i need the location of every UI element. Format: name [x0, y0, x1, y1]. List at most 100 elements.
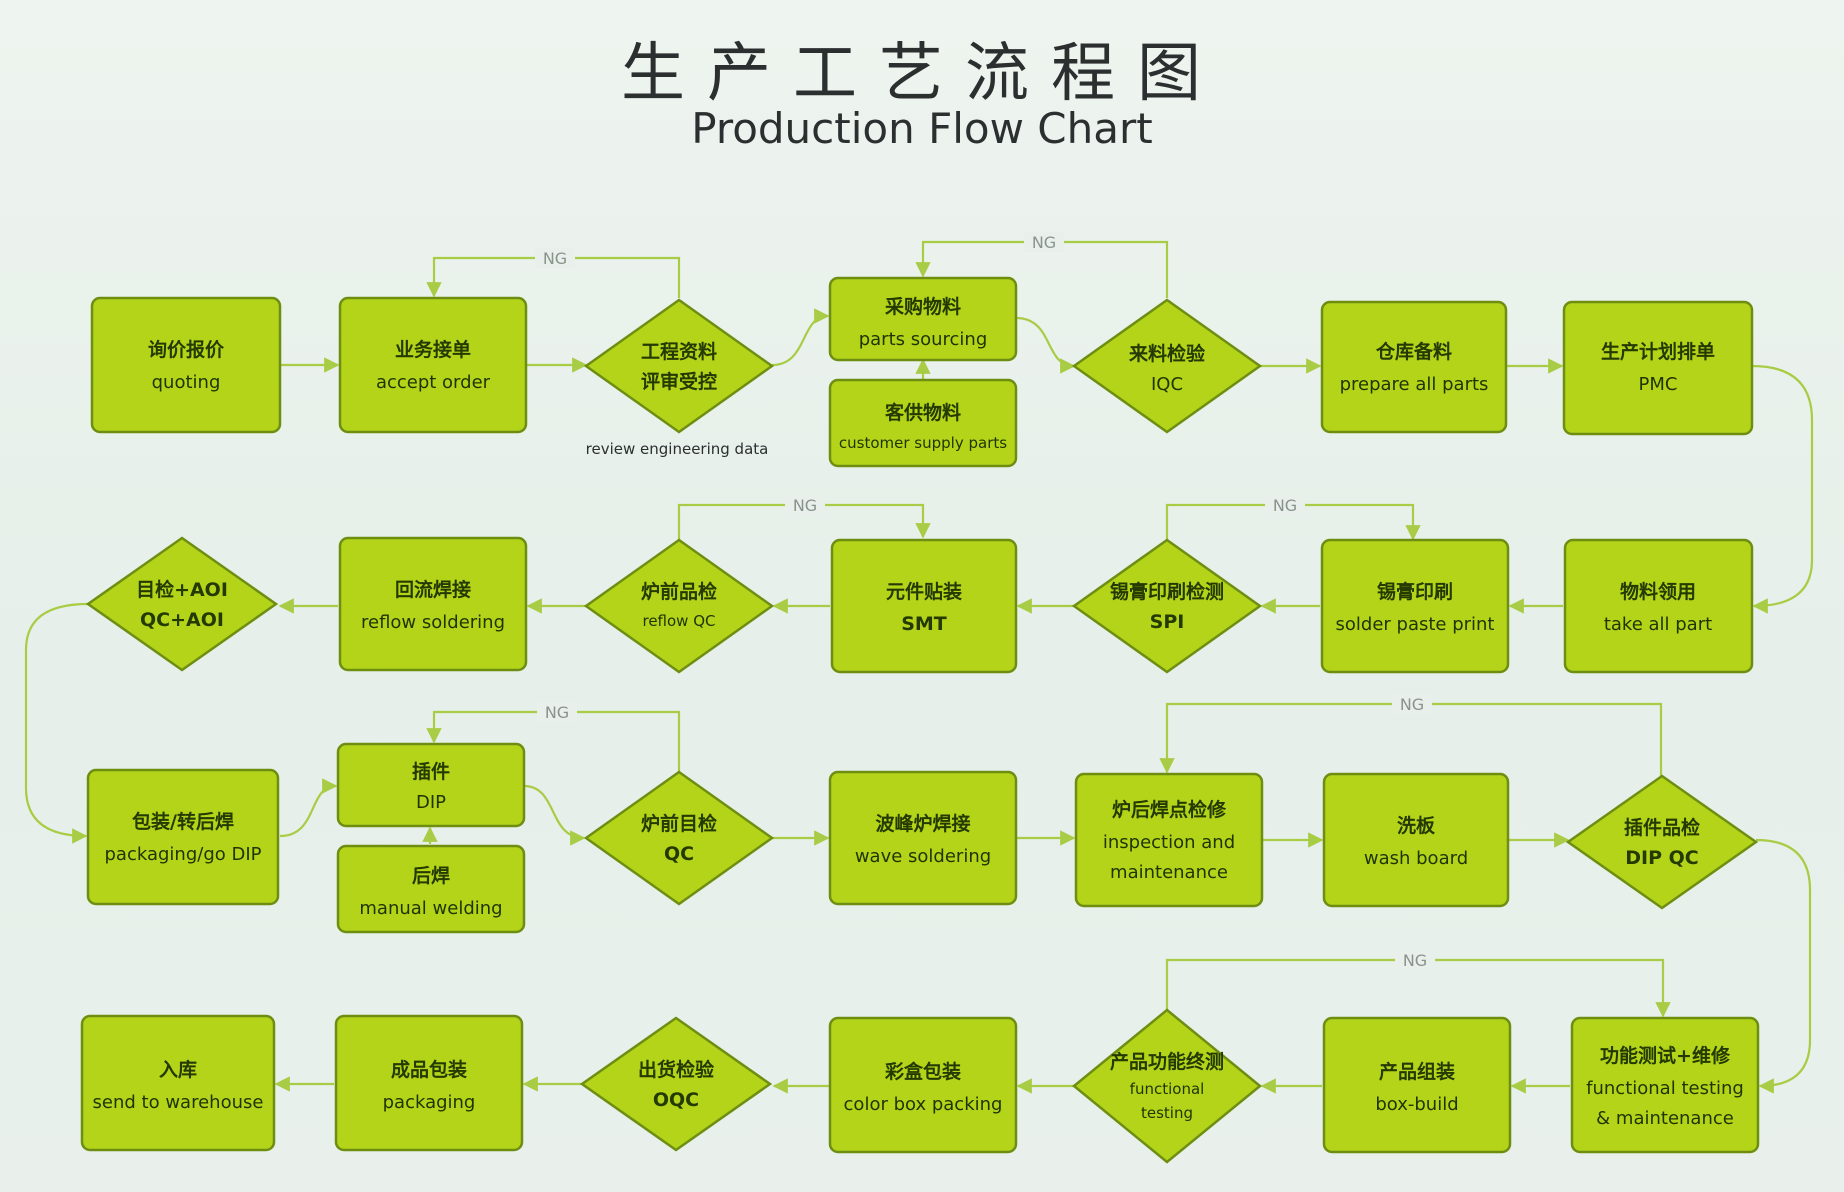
ng-label-iqc: NG: [1032, 233, 1056, 252]
edge-review-sourcing: [771, 308, 830, 367]
ng-label-reflowqc: NG: [793, 496, 817, 515]
svg-text:出货检验: 出货检验: [638, 1058, 715, 1081]
node-wave-soldering: 波峰炉焊接 wave soldering: [828, 770, 1018, 906]
svg-text:后焊: 后焊: [412, 864, 450, 887]
node-qc-aoi: 目检+AOI QC+AOI: [85, 536, 279, 672]
node-wash-board: 洗板 wash board: [1322, 772, 1510, 908]
svg-text:color box packing: color box packing: [844, 1094, 1003, 1115]
svg-text:packaging/go DIP: packaging/go DIP: [105, 844, 262, 865]
svg-text:box-build: box-build: [1375, 1094, 1458, 1115]
svg-text:锡膏印刷检测: 锡膏印刷检测: [1110, 580, 1224, 603]
node-parts-sourcing: 采购物料 parts sourcing: [828, 276, 1018, 362]
svg-text:回流焊接: 回流焊接: [395, 578, 471, 601]
node-spi: 锡膏印刷检测 SPI: [1071, 538, 1263, 674]
node-accept-order: 业务接单 accept order: [338, 296, 528, 434]
svg-text:functional: functional: [1130, 1080, 1205, 1098]
node-oqc: 出货检验 OQC: [579, 1016, 773, 1152]
node-quoting: 询价报价 quoting: [90, 296, 282, 434]
svg-text:functional testing: functional testing: [1586, 1078, 1744, 1099]
svg-text:成品包装: 成品包装: [391, 1058, 467, 1081]
node-pmc: 生产计划排单 PMC: [1562, 300, 1754, 436]
svg-text:manual welding: manual welding: [359, 898, 502, 919]
ng-loop-dipqc: [1159, 702, 1663, 776]
svg-text:锡膏印刷: 锡膏印刷: [1377, 580, 1453, 603]
svg-text:入库: 入库: [159, 1058, 197, 1081]
edge-dip-preqc: [523, 784, 586, 846]
node-prepare-parts: 仓库备料 prepare all parts: [1320, 300, 1508, 434]
svg-text:生产计划排单: 生产计划排单: [1601, 340, 1715, 363]
svg-text:插件品检: 插件品检: [1624, 816, 1700, 839]
ng-label-review: NG: [543, 249, 567, 268]
svg-text:包装/转后焊: 包装/转后焊: [132, 810, 234, 833]
node-inspection-maintenance: 炉后焊点检修 inspection and maintenance: [1074, 772, 1264, 908]
svg-text:send to warehouse: send to warehouse: [93, 1092, 264, 1113]
node-dip-qc: 插件品检 DIP QC: [1565, 774, 1759, 910]
svg-text:询价报价: 询价报价: [148, 338, 225, 361]
node-reflow-qc: 炉前品检 reflow QC: [583, 538, 775, 674]
node-functional-testing: 功能测试+维修 functional testing & maintenance: [1570, 1016, 1760, 1154]
svg-text:来料检验: 来料检验: [1129, 342, 1206, 365]
svg-text:炉前品检: 炉前品检: [641, 580, 717, 603]
edge-sourcing-iqc: [1015, 316, 1076, 374]
node-packaging: 成品包装 packaging: [334, 1014, 524, 1152]
svg-text:彩盒包装: 彩盒包装: [884, 1060, 961, 1083]
svg-text:产品组装: 产品组装: [1379, 1060, 1455, 1083]
svg-text:洗板: 洗板: [1397, 814, 1436, 837]
page-title-chinese: 生产工艺流程图: [621, 37, 1223, 111]
svg-text:元件贴装: 元件贴装: [886, 580, 962, 603]
svg-text:& maintenance: & maintenance: [1596, 1108, 1734, 1129]
node-iqc: 来料检验 IQC: [1071, 298, 1263, 434]
ng-label-spi: NG: [1273, 496, 1297, 515]
svg-text:maintenance: maintenance: [1110, 862, 1228, 883]
svg-text:solder paste print: solder paste print: [1336, 614, 1495, 635]
svg-text:DIP QC: DIP QC: [1625, 847, 1698, 869]
node-pre-oven-qc: 炉前目检 QC: [583, 770, 775, 906]
svg-text:IQC: IQC: [1151, 374, 1183, 395]
node-final-functional-test: 产品功能终测 functional testing: [1072, 1008, 1262, 1164]
svg-text:packaging: packaging: [383, 1092, 476, 1113]
svg-text:仓库备料: 仓库备料: [1375, 340, 1452, 363]
ng-labels: NG NG NG NG NG NG NG: [535, 232, 1435, 970]
page-title-english: Production Flow Chart: [691, 104, 1153, 153]
svg-text:炉前目检: 炉前目检: [641, 812, 717, 835]
svg-text:DIP: DIP: [416, 792, 446, 813]
node-color-box-packing: 彩盒包装 color box packing: [828, 1016, 1018, 1154]
svg-text:prepare all parts: prepare all parts: [1340, 374, 1489, 395]
node-customer-supply: 客供物料 customer supply parts: [828, 378, 1018, 468]
svg-text:采购物料: 采购物料: [885, 295, 961, 318]
svg-text:reflow soldering: reflow soldering: [361, 612, 505, 633]
svg-text:波峰炉焊接: 波峰炉焊接: [875, 812, 970, 835]
svg-text:quoting: quoting: [152, 372, 221, 393]
svg-text:QC+AOI: QC+AOI: [140, 609, 224, 631]
ng-label-dipqc: NG: [1400, 695, 1424, 714]
svg-text:插件: 插件: [412, 760, 450, 783]
svg-text:客供物料: 客供物料: [885, 401, 961, 424]
svg-text:炉后焊点检修: 炉后焊点检修: [1112, 798, 1227, 821]
node-send-to-warehouse: 入库 send to warehouse: [80, 1014, 276, 1152]
svg-text:物料领用: 物料领用: [1620, 580, 1696, 603]
review-engineering-note: review engineering data: [586, 440, 769, 458]
svg-text:reflow QC: reflow QC: [642, 612, 715, 630]
svg-text:OQC: OQC: [653, 1089, 699, 1111]
svg-text:wave soldering: wave soldering: [855, 846, 991, 867]
node-dip: 插件 DIP: [336, 742, 526, 828]
node-reflow-soldering: 回流焊接 reflow soldering: [338, 536, 528, 672]
svg-text:take all part: take all part: [1604, 614, 1712, 635]
edge-qcaoi-packaging: [24, 602, 89, 844]
ng-label-preqc: NG: [545, 703, 569, 722]
svg-text:业务接单: 业务接单: [395, 338, 471, 361]
node-solder-paste-print: 锡膏印刷 solder paste print: [1320, 538, 1510, 674]
svg-text:评审受控: 评审受控: [641, 370, 717, 393]
node-smt: 元件贴装 SMT: [830, 538, 1018, 674]
svg-text:QC: QC: [664, 843, 694, 865]
node-box-build: 产品组装 box-build: [1322, 1016, 1512, 1154]
svg-text:accept order: accept order: [376, 372, 491, 393]
svg-text:testing: testing: [1141, 1104, 1193, 1122]
edge-dipqc-functional: [1755, 838, 1812, 1094]
svg-text:wash board: wash board: [1364, 848, 1468, 869]
node-manual-welding: 后焊 manual welding: [336, 844, 526, 934]
node-packaging-go-dip: 包装/转后焊 packaging/go DIP: [86, 768, 280, 906]
node-take-all-part: 物料领用 take all part: [1563, 538, 1754, 674]
svg-text:功能测试+维修: 功能测试+维修: [1600, 1044, 1731, 1067]
